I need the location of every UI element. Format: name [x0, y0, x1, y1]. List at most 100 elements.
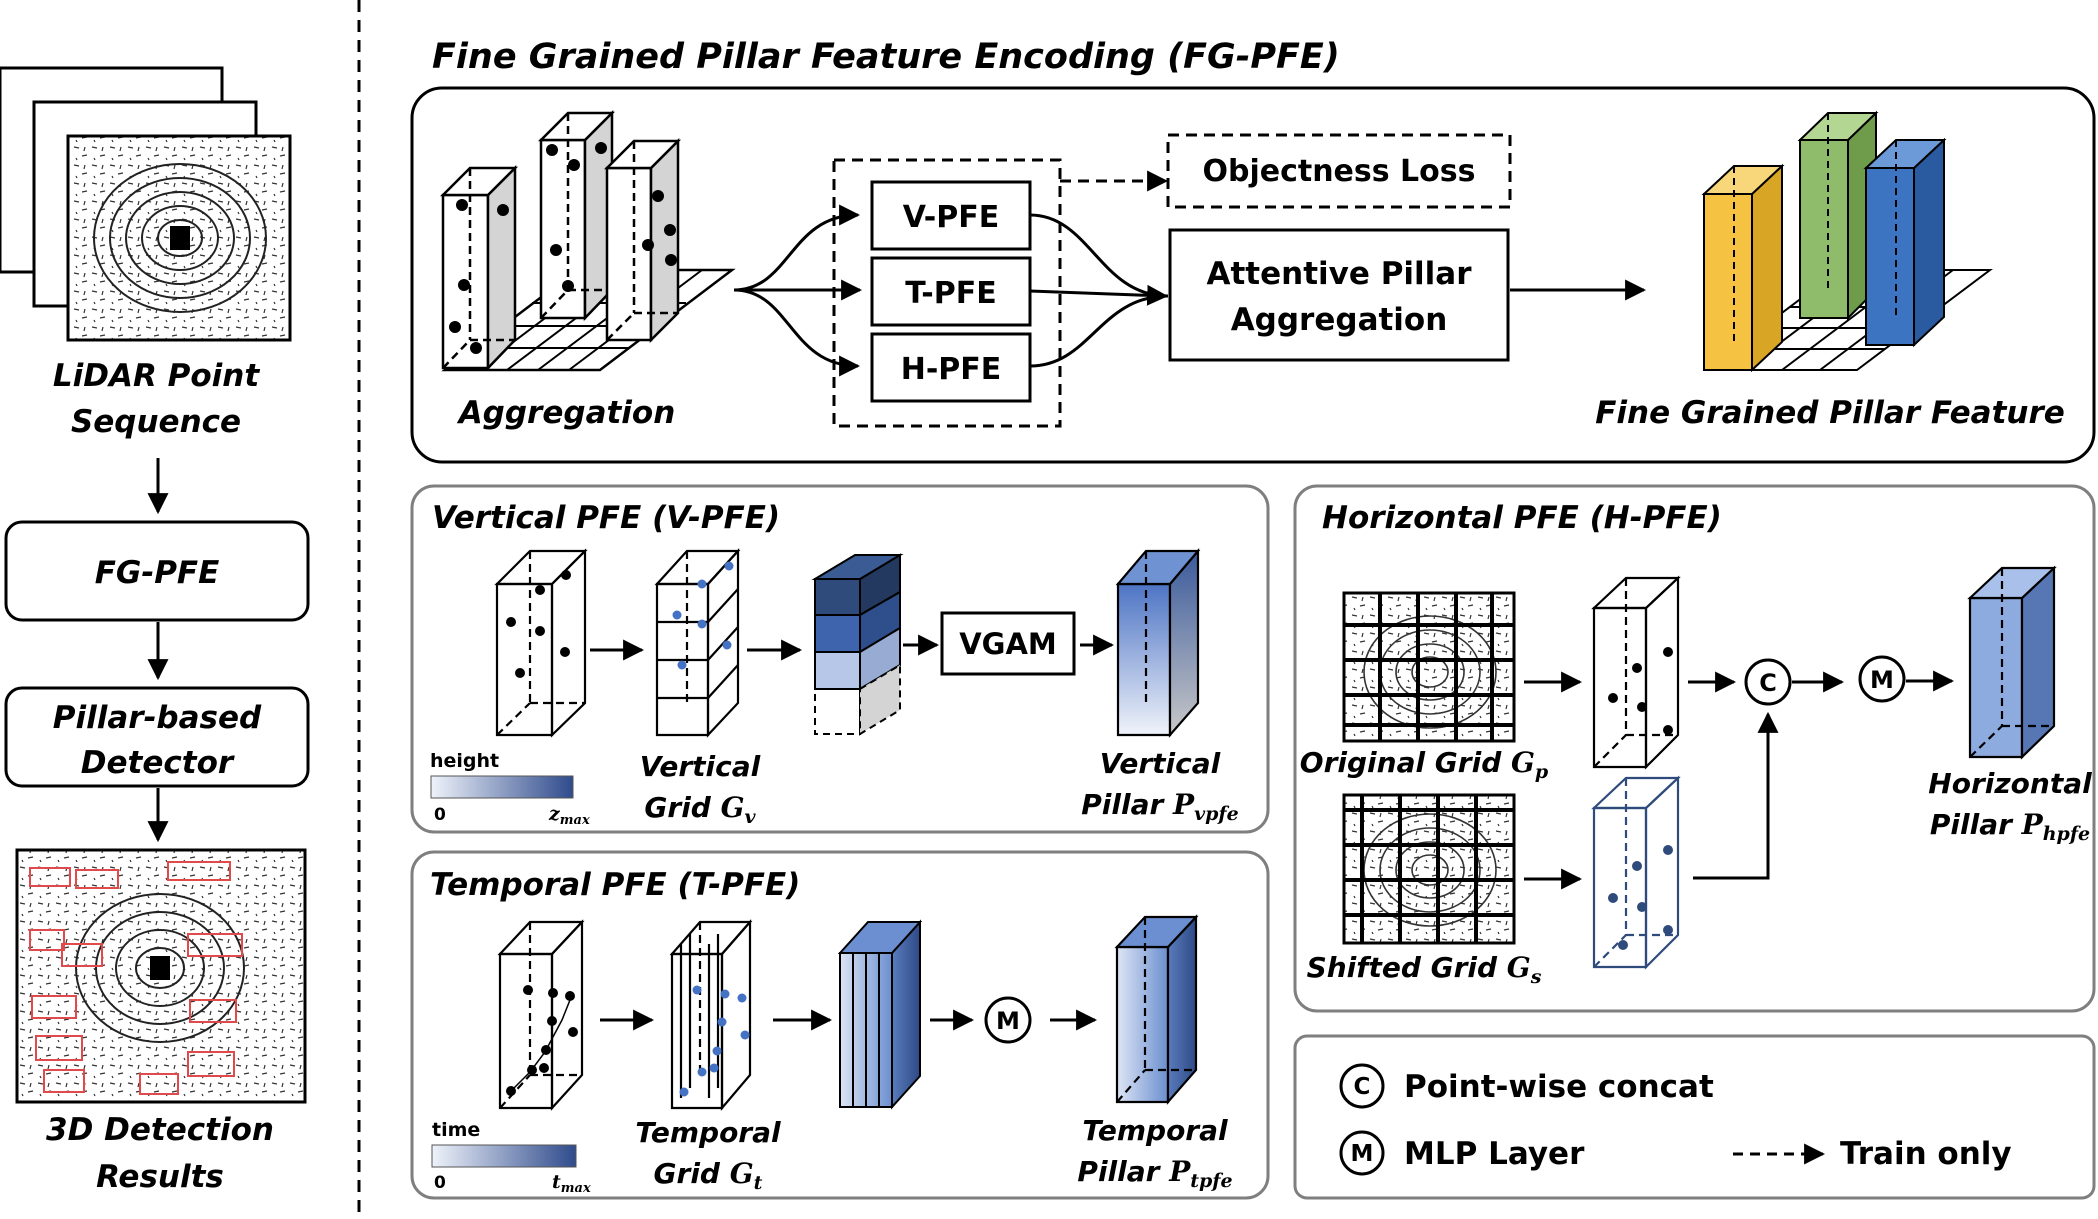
pillar-blue — [1863, 137, 1947, 348]
attentive-aggregation-line1: Attentive Pillar — [1207, 256, 1473, 292]
pfe-modules-group — [832, 158, 1062, 428]
hpfe-original-pillar — [1591, 575, 1681, 770]
time-colorbar-max-sub: max — [561, 1181, 591, 1196]
original-grid-sub: p — [1535, 761, 1549, 783]
tpfe-mlp-symbol — [984, 996, 1032, 1044]
vpfe-box — [870, 180, 1032, 251]
shifted-grid-sym: G — [1507, 951, 1531, 984]
pillar-yellow — [1701, 163, 1785, 373]
height-colorbar-min: 0 — [434, 805, 446, 825]
output-label-line1: 3D Detection — [46, 1112, 274, 1148]
aggregation-points — [449, 142, 677, 354]
detection-boxes — [29, 861, 243, 1095]
original-grid-sym: G — [1511, 746, 1535, 779]
hpfe-original-points — [1608, 647, 1673, 735]
tpfe-grid-pillar — [669, 919, 753, 1111]
vpfe-output-prefix: Pillar — [1081, 788, 1173, 821]
hpfe-mlp-symbol — [1858, 655, 1906, 703]
svg-text:Pillar Pvpfe: Pillar Pvpfe — [1081, 788, 1238, 825]
hpfe-output-pillar — [1967, 565, 2057, 760]
objectness-loss-box — [1166, 133, 1512, 209]
hpfe-box — [870, 332, 1032, 403]
tpfe-title: Temporal PFE (T-PFE) — [430, 867, 800, 903]
svg-text:zmax: zmax — [548, 803, 590, 828]
output-feature-label: Fine Grained Pillar Feature — [1595, 395, 2065, 431]
svg-text:Pillar Phpfe: Pillar Phpfe — [1930, 808, 2090, 845]
hpfe-concat-symbol — [1744, 658, 1792, 706]
hpfe-output-sym: P — [2021, 808, 2044, 841]
merge-arrows — [1029, 213, 1169, 368]
hpfe-shifted-pillar — [1591, 775, 1681, 970]
objectness-loss-label: Objectness Loss — [1202, 154, 1475, 189]
hpfe-concat-letter: C — [1759, 669, 1777, 697]
tpfe-slice-stack — [837, 919, 923, 1110]
time-colorbar-title: time — [432, 1119, 480, 1141]
attentive-aggregation-line2: Aggregation — [1231, 302, 1448, 338]
tpfe-output-line1: Temporal — [1082, 1114, 1228, 1147]
fine-grained-pillars — [1701, 110, 1993, 373]
tpfe-grid-points — [679, 985, 750, 1097]
legend-mlp-symbol — [1339, 1130, 1385, 1176]
detection-result-image — [15, 848, 307, 1104]
hpfe-output-line1: Horizontal — [1928, 767, 2092, 800]
vpfe-grid-sym: G — [721, 791, 745, 824]
svg-text:Shifted Grid Gs: Shifted Grid Gs — [1307, 951, 1542, 988]
vpfe-input-points — [506, 570, 571, 678]
detector-label-line2: Detector — [81, 745, 235, 781]
shifted-grid-prefix: Shifted Grid — [1307, 951, 1507, 984]
svg-text:Original Grid Gp: Original Grid Gp — [1300, 746, 1549, 783]
vpfe-output-line1: Vertical — [1100, 747, 1221, 780]
tpfe-output-pillar — [1114, 914, 1199, 1105]
time-colorbar-max: t — [552, 1171, 561, 1193]
vgam-box — [940, 611, 1076, 676]
legend-mlp-letter: M — [1351, 1141, 1374, 1167]
tpfe-grid-sym: G — [730, 1157, 754, 1190]
tpfe-grid-prefix: Grid — [654, 1157, 730, 1190]
shifted-grid-sub: s — [1530, 966, 1542, 988]
time-colorbar: time 0 tmax — [431, 1119, 591, 1196]
input-label-line1: LiDAR Point — [53, 358, 260, 394]
height-colorbar-max-sub: max — [560, 813, 590, 828]
legend-mlp-label: MLP Layer — [1404, 1136, 1585, 1172]
attentive-aggregation-box — [1168, 228, 1510, 362]
height-colorbar-title: height — [430, 750, 499, 772]
hpfe-mlp-letter: M — [1870, 666, 1894, 694]
svg-text:Pillar Ptpfe: Pillar Ptpfe — [1077, 1155, 1232, 1192]
tpfe-output-prefix: Pillar — [1077, 1155, 1169, 1188]
aggregation-label: Aggregation — [456, 395, 676, 431]
legend-concat-label: Point-wise concat — [1404, 1069, 1714, 1105]
fgpfe-title: Fine Grained Pillar Feature Encoding (FG… — [432, 37, 1340, 77]
hpfe-title: Horizontal PFE (H-PFE) — [1322, 500, 1722, 536]
legend-concat-letter: C — [1354, 1074, 1371, 1100]
shifted-grid-image — [1342, 793, 1516, 945]
tpfe-output-sym: P — [1168, 1155, 1191, 1188]
tpfe-box-label: T-PFE — [905, 276, 996, 311]
hpfe-output-sub: hpfe — [2043, 823, 2090, 845]
lidar-frame-stack — [0, 66, 292, 342]
input-label-line2: Sequence — [71, 404, 241, 440]
tpfe-grid-sub: t — [754, 1172, 763, 1194]
original-grid-prefix: Original Grid — [1300, 746, 1511, 779]
legend-train-only-label: Train only — [1840, 1136, 2012, 1172]
tpfe-mlp-letter: M — [996, 1007, 1020, 1035]
time-colorbar-min: 0 — [434, 1173, 446, 1193]
svg-text:Grid Gv: Grid Gv — [644, 791, 756, 828]
svg-text:Grid Gt: Grid Gt — [654, 1157, 763, 1194]
vpfe-output-sym: P — [1172, 788, 1195, 821]
fgpfe-box — [4, 520, 310, 622]
svg-text:tmax: tmax — [552, 1171, 591, 1196]
vgam-label: VGAM — [959, 627, 1057, 661]
tpfe-grid-label-line1: Temporal — [635, 1116, 781, 1149]
lidar-frame-front — [66, 134, 292, 342]
legend-concat-symbol — [1339, 1063, 1385, 1109]
vpfe-box-label: V-PFE — [903, 200, 999, 235]
vpfe-grid-pillar — [654, 548, 741, 738]
tpfe-input-points — [506, 985, 578, 1096]
vpfe-grid-sub: v — [745, 806, 757, 828]
tpfe-output-sub: tpfe — [1190, 1170, 1232, 1192]
vpfe-title: Vertical PFE (V-PFE) — [432, 500, 780, 536]
detector-label-line1: Pillar-based — [53, 700, 262, 736]
vpfe-grid-points — [672, 561, 734, 670]
hpfe-output-prefix: Pillar — [1930, 808, 2022, 841]
tpfe-box — [870, 256, 1032, 327]
